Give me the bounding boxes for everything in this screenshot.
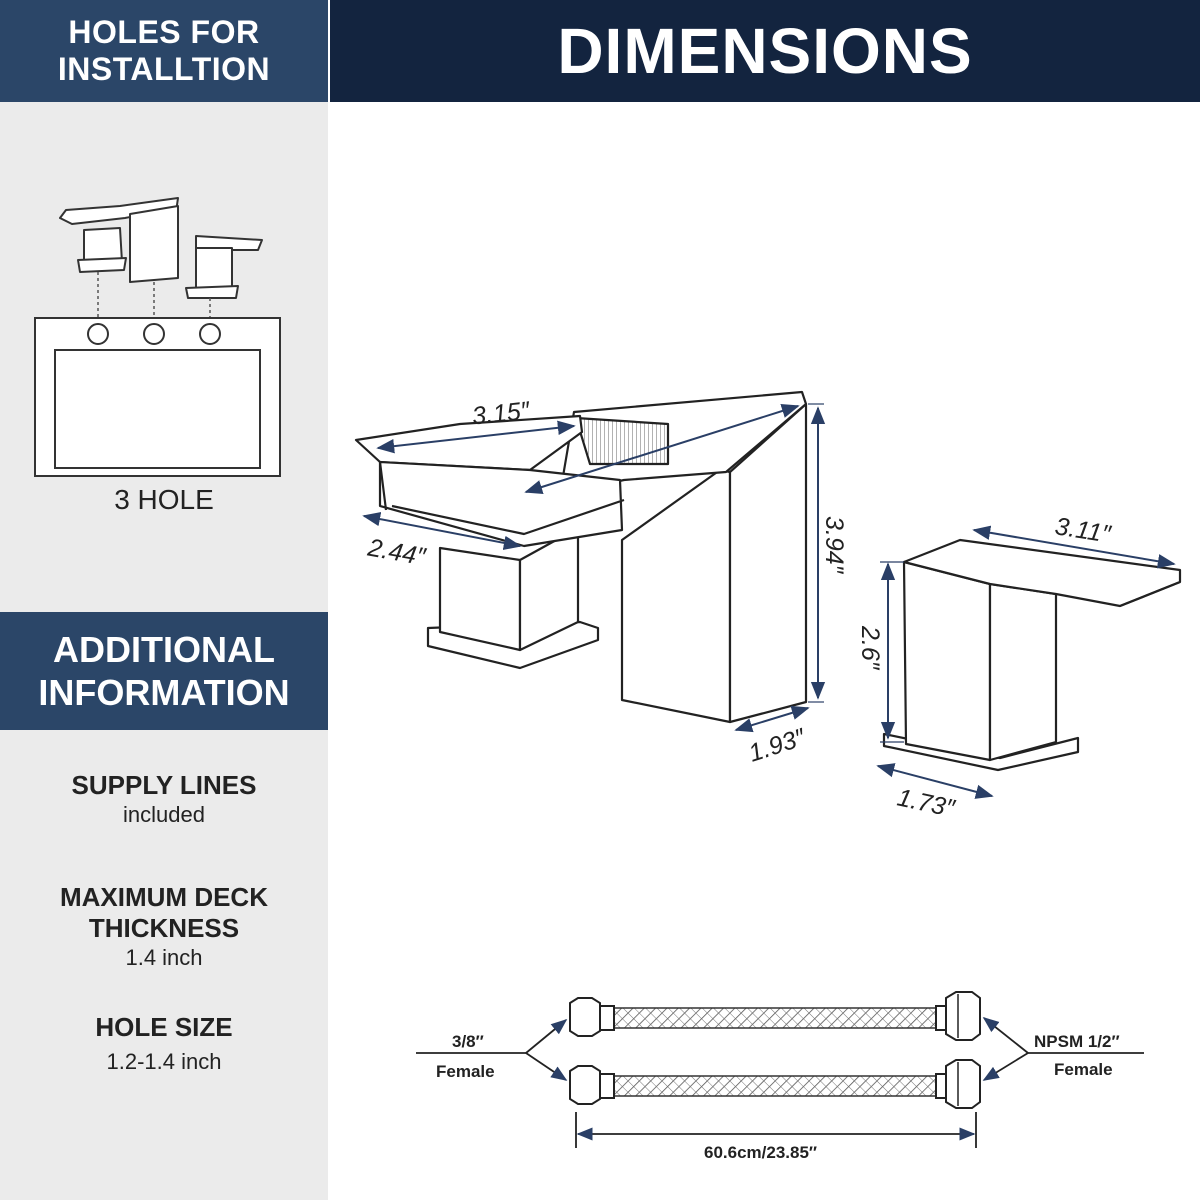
lever-length-label: 3.11″ xyxy=(1053,512,1113,549)
info-title: SUPPLY LINES xyxy=(71,770,257,800)
additional-info-header: ADDITIONAL INFORMATION xyxy=(0,612,328,730)
dimensions-title: DIMENSIONS xyxy=(557,15,973,87)
dimension-lines xyxy=(362,404,1176,799)
hole-count-label: 3 HOLE xyxy=(114,484,214,515)
hole-right xyxy=(199,323,221,345)
sink-basin xyxy=(54,349,261,469)
hole-left xyxy=(87,323,109,345)
handle-height-label: 2.6″ xyxy=(856,625,884,671)
supply-hose-top xyxy=(569,991,981,1041)
deck-thickness-info: MAXIMUM DECK THICKNESS 1.4 inch xyxy=(0,882,328,972)
right-hose-type: Female xyxy=(1054,1060,1113,1079)
hole-center xyxy=(143,323,165,345)
right-hose-size: NPSM 1/2″ xyxy=(1034,1032,1120,1051)
holes-header: HOLES FOR INSTALLTION xyxy=(0,0,328,102)
left-hose-type: Female xyxy=(436,1062,495,1081)
info-value: 1.4 inch xyxy=(125,945,203,970)
info-value: 1.2-1.4 inch xyxy=(106,1049,222,1074)
base-depth-label: 1.93″ xyxy=(745,723,809,768)
mini-handle-icon xyxy=(185,235,263,299)
supply-lines-info: SUPPLY LINES included xyxy=(0,770,328,829)
mini-faucet-icon xyxy=(59,197,179,283)
spout-length-label: 3.15″ xyxy=(471,396,532,430)
hose-length-label: 60.6cm/23.85″ xyxy=(704,1143,817,1162)
additional-info-title: ADDITIONAL INFORMATION xyxy=(38,629,290,713)
info-value: included xyxy=(123,802,205,827)
faucet-height-label: 3.94″ xyxy=(820,516,848,575)
hose-callout-lines xyxy=(416,1016,1144,1148)
spout-width-label: 2.44″ xyxy=(365,533,429,571)
info-title: MAXIMUM DECK THICKNESS xyxy=(60,882,268,943)
info-title: HOLE SIZE xyxy=(95,1012,233,1042)
holes-header-title: HOLES FOR INSTALLTION xyxy=(57,14,271,87)
handle-line-art xyxy=(882,538,1182,772)
left-hose-size: 3/8″ xyxy=(452,1032,484,1051)
three-hole-sink-diagram xyxy=(34,197,281,477)
supply-hose-bottom xyxy=(569,1059,981,1109)
dimensions-header: DIMENSIONS xyxy=(330,0,1200,102)
hole-size-info: HOLE SIZE 1.2-1.4 inch xyxy=(0,1012,328,1076)
extension-lines xyxy=(808,403,904,743)
handle-base-label: 1.73″ xyxy=(895,783,958,823)
